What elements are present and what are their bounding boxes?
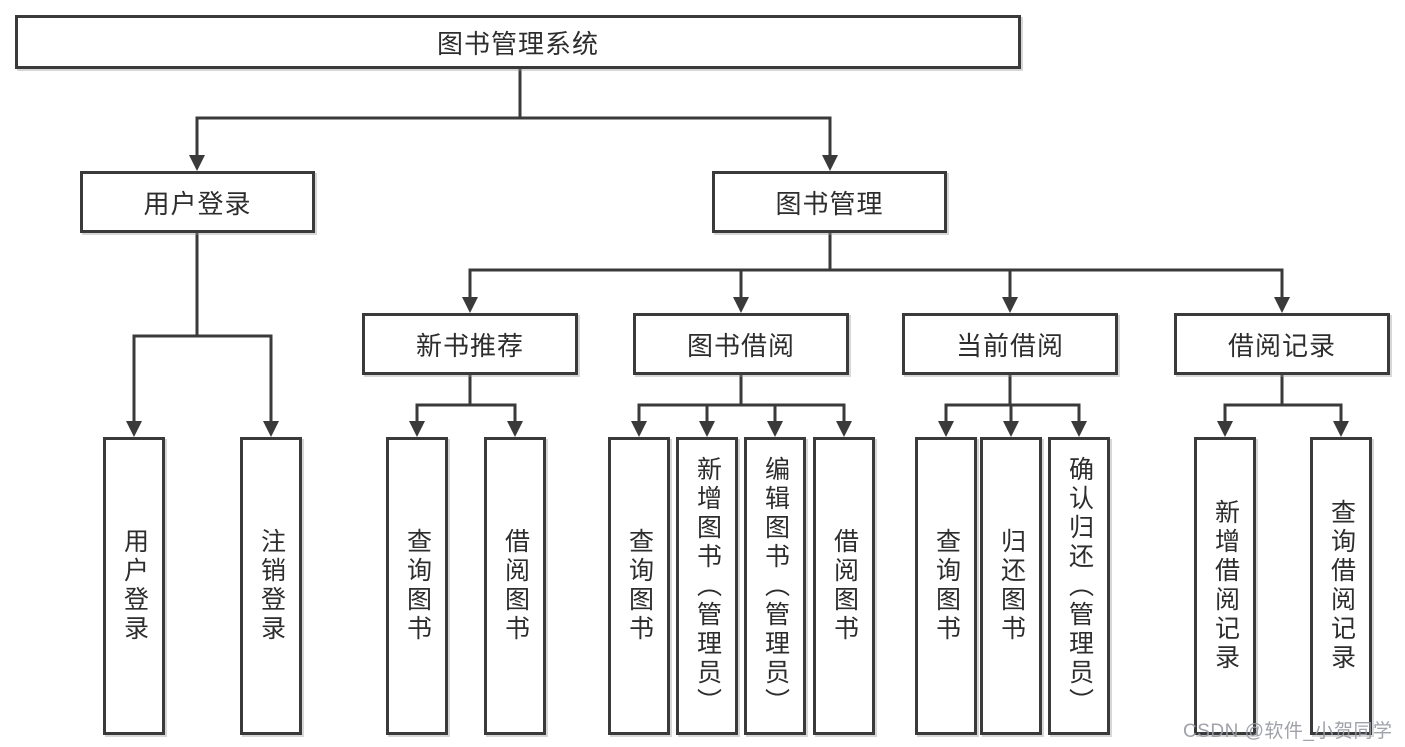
arrowhead-down-icon xyxy=(1217,421,1233,437)
leaf-user-login: 用户登录 xyxy=(103,437,165,735)
connector-new-book-recommend-children xyxy=(409,373,523,437)
node-borrow-records-label: 借阅记录 xyxy=(1227,330,1336,361)
node-new-book-recommend: 新书推荐 xyxy=(362,313,578,375)
node-new-book-recommend-label: 新书推荐 xyxy=(415,330,524,361)
arrowhead-down-icon xyxy=(263,421,279,437)
connector-book-borrow-children xyxy=(631,373,852,437)
arrowhead-down-icon xyxy=(1274,297,1290,313)
arrowhead-down-icon xyxy=(507,421,523,437)
node-book-borrow: 图书借阅 xyxy=(633,313,849,375)
arrowhead-down-icon xyxy=(1002,297,1018,313)
node-library-system: 图书管理系统 xyxy=(15,15,1021,69)
node-user-login: 用户登录 xyxy=(80,171,315,233)
connector-book-management-to-level3 xyxy=(462,231,1290,313)
arrowhead-down-icon xyxy=(733,297,749,313)
arrowhead-down-icon xyxy=(822,155,838,171)
arrowhead-down-icon xyxy=(1333,421,1349,437)
leaf-bb-borrow-books-label: 借阅图书 xyxy=(830,528,859,644)
arrowhead-down-icon xyxy=(189,155,205,171)
connector-current-borrow-children xyxy=(938,373,1087,437)
connector-borrow-records-children xyxy=(1217,373,1349,437)
node-borrow-records: 借阅记录 xyxy=(1174,313,1390,375)
leaf-br-add-record: 新增借阅记录 xyxy=(1194,437,1256,735)
arrowhead-down-icon xyxy=(462,297,478,313)
leaf-nb-borrow-books-label: 借阅图书 xyxy=(501,528,530,644)
leaf-bb-query-books-label: 查询图书 xyxy=(625,528,654,644)
leaf-br-add-record-label: 新增借阅记录 xyxy=(1211,499,1240,673)
leaf-cb-query-books-label: 查询图书 xyxy=(932,528,961,644)
leaf-bb-edit-books-admin-label: 编辑图书（管理员） xyxy=(761,455,790,717)
leaf-nb-borrow-books: 借阅图书 xyxy=(484,437,546,735)
leaf-user-login-label: 用户登录 xyxy=(120,528,149,644)
arrowhead-down-icon xyxy=(836,421,852,437)
leaf-cb-confirm-return-admin-label: 确认归还（管理员） xyxy=(1065,455,1094,717)
leaf-logout-label: 注销登录 xyxy=(257,528,286,644)
arrowhead-down-icon xyxy=(409,421,425,437)
arrowhead-down-icon xyxy=(631,421,647,437)
leaf-bb-query-books: 查询图书 xyxy=(608,437,670,735)
leaf-cb-confirm-return-admin: 确认归还（管理员） xyxy=(1048,437,1110,735)
leaf-logout: 注销登录 xyxy=(240,437,302,735)
leaf-bb-edit-books-admin: 编辑图书（管理员） xyxy=(744,437,806,735)
node-current-borrow: 当前借阅 xyxy=(902,313,1118,375)
node-book-management-label: 图书管理 xyxy=(775,188,884,219)
leaf-cb-query-books: 查询图书 xyxy=(915,437,977,735)
leaf-nb-query-books: 查询图书 xyxy=(386,437,448,735)
leaf-nb-query-books-label: 查询图书 xyxy=(403,528,432,644)
node-book-borrow-label: 图书借阅 xyxy=(686,330,795,361)
connector-root-to-level2 xyxy=(189,66,838,171)
leaf-cb-return-books-label: 归还图书 xyxy=(997,528,1026,644)
node-user-login-label: 用户登录 xyxy=(143,188,252,219)
node-current-borrow-label: 当前借阅 xyxy=(955,330,1064,361)
node-book-management: 图书管理 xyxy=(712,171,947,233)
arrowhead-down-icon xyxy=(1003,421,1019,437)
leaf-bb-add-books-admin-label: 新增图书（管理员） xyxy=(693,455,722,717)
leaf-br-query-record: 查询借阅记录 xyxy=(1310,437,1372,735)
connector-user-login-children xyxy=(126,231,279,437)
leaf-bb-borrow-books: 借阅图书 xyxy=(813,437,875,735)
arrowhead-down-icon xyxy=(126,421,142,437)
watermark: CSDN @软件_小贺同学 xyxy=(1183,721,1393,742)
leaf-bb-add-books-admin: 新增图书（管理员） xyxy=(676,437,738,735)
arrowhead-down-icon xyxy=(699,421,715,437)
node-library-system-label: 图书管理系统 xyxy=(436,28,599,59)
arrowhead-down-icon xyxy=(938,421,954,437)
arrowhead-down-icon xyxy=(767,421,783,437)
arrowhead-down-icon xyxy=(1071,421,1087,437)
leaf-br-query-record-label: 查询借阅记录 xyxy=(1327,499,1356,673)
leaf-cb-return-books: 归还图书 xyxy=(980,437,1042,735)
